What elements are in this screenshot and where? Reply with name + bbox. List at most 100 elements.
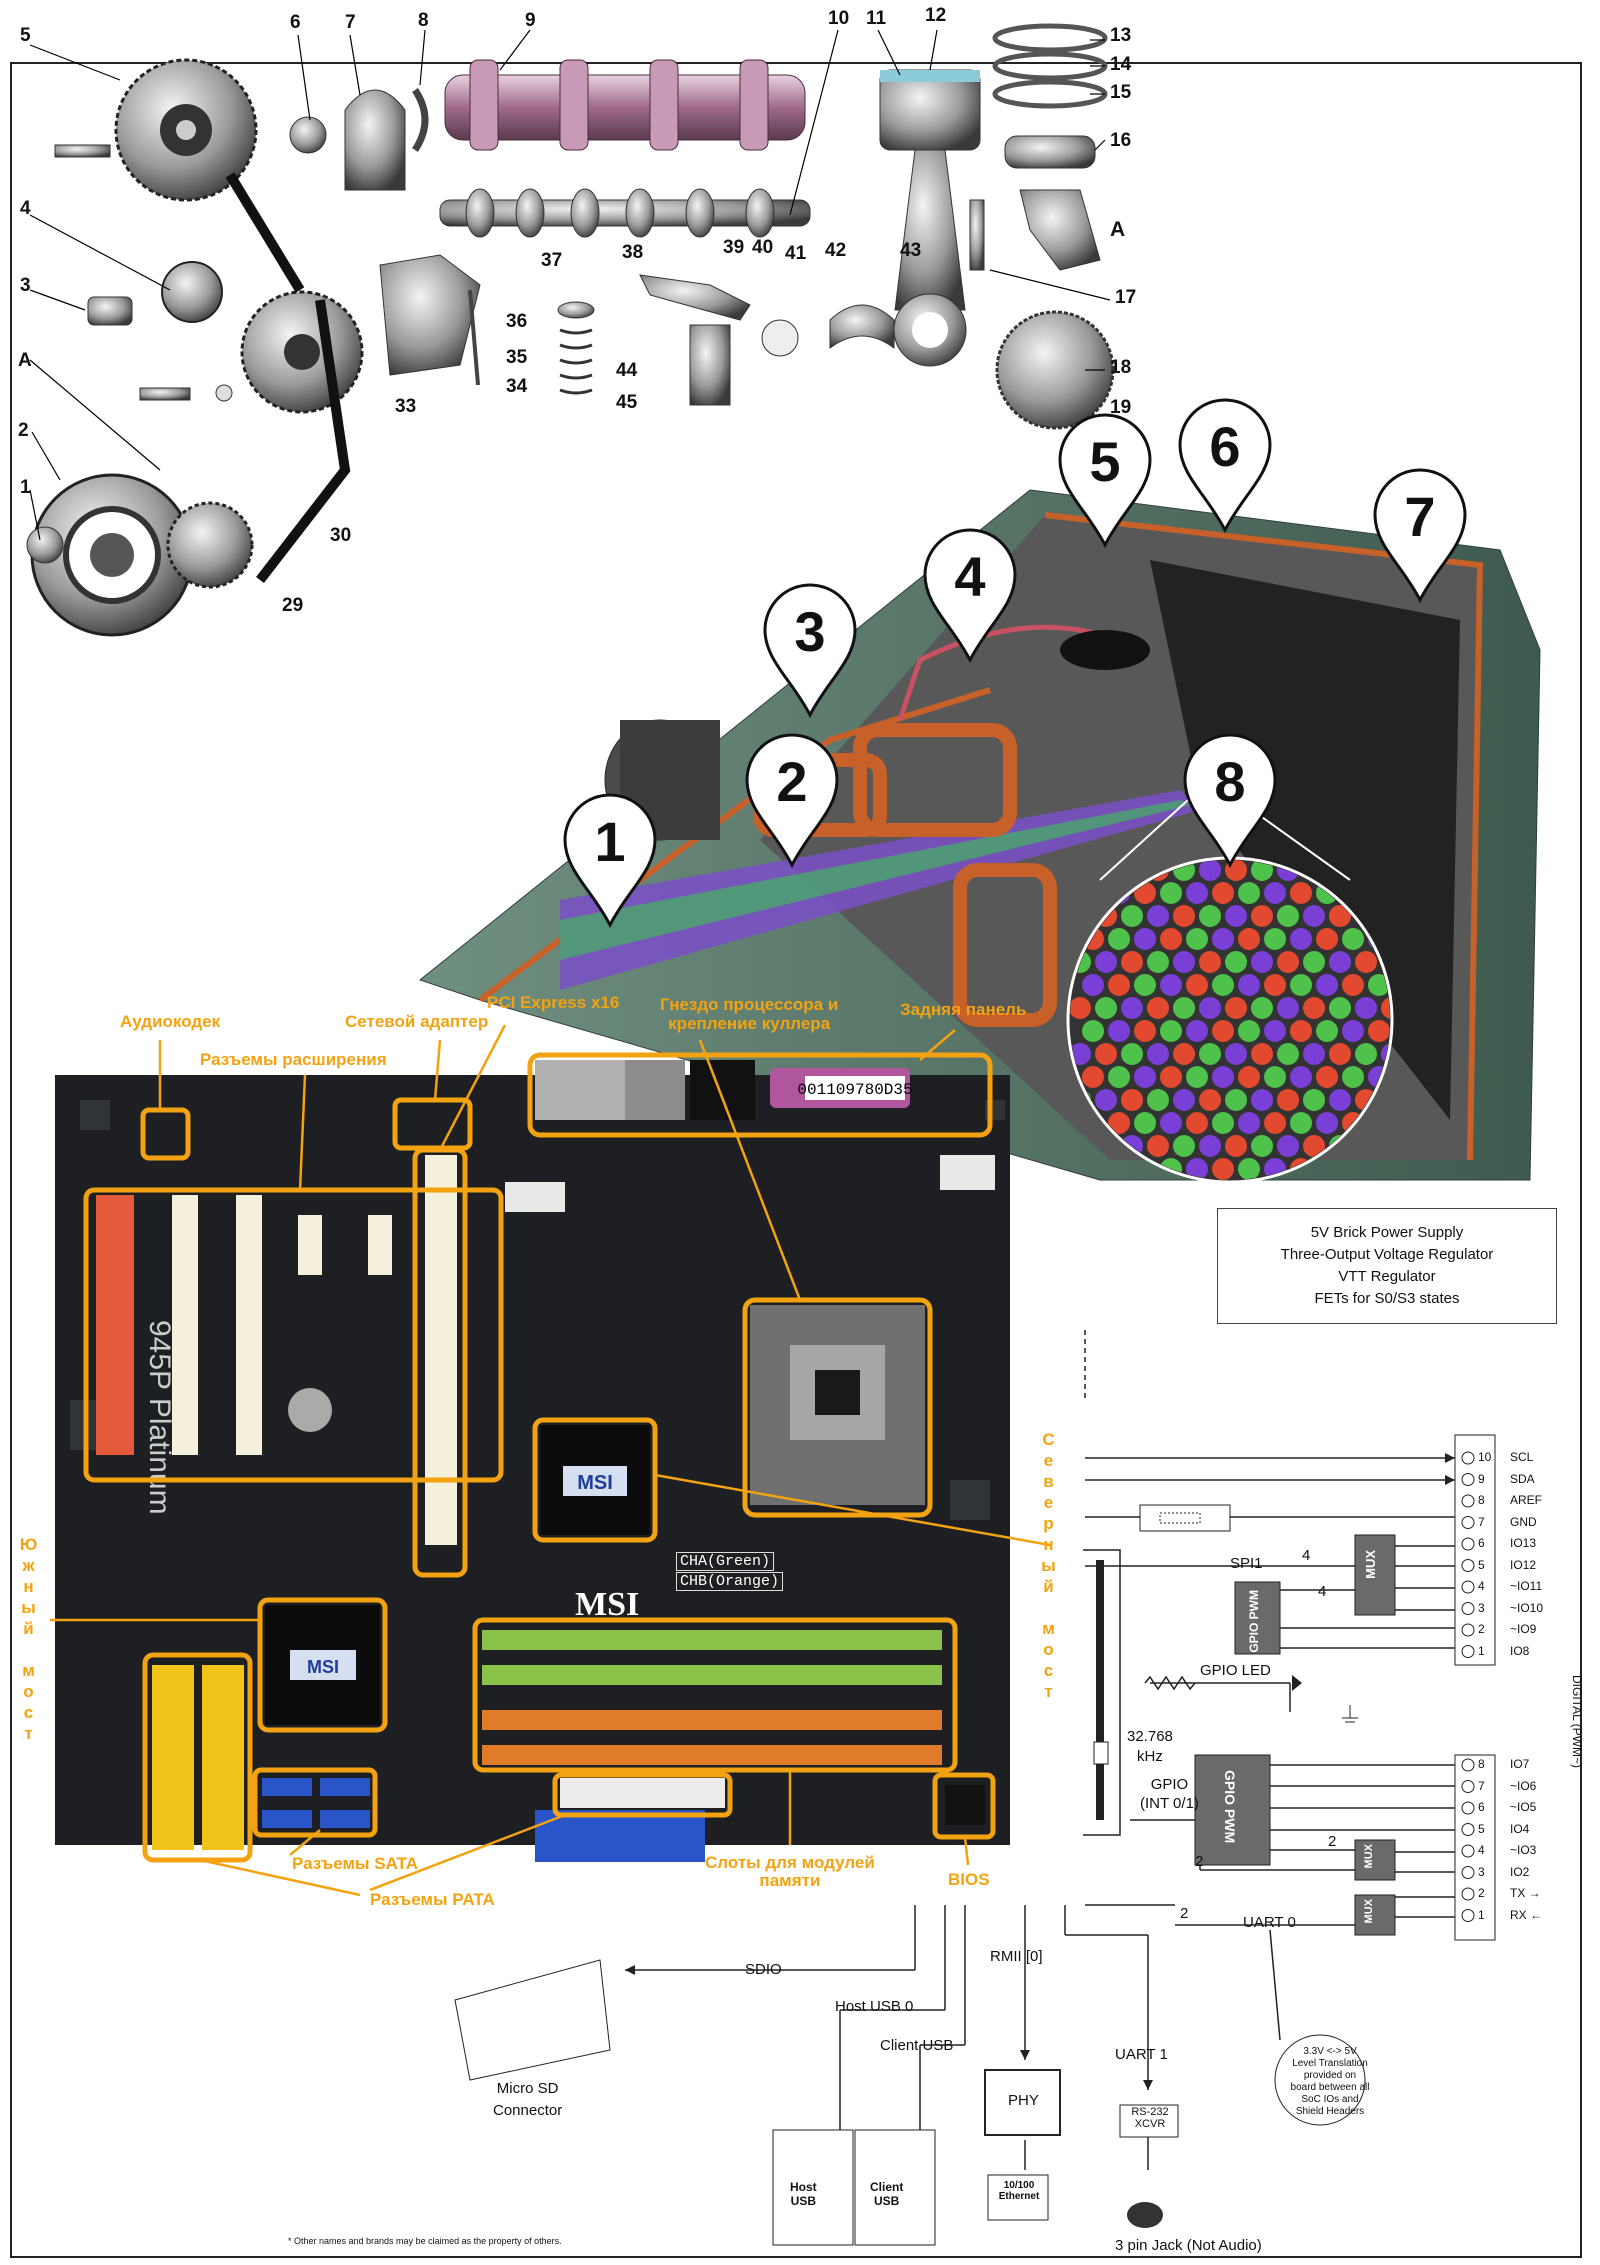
- bottom-header: [1454, 1754, 1496, 1941]
- engine-label: 41: [785, 243, 807, 264]
- header-pin-number: 6: [1478, 1536, 1485, 1550]
- phosphor-dot: [1186, 928, 1208, 950]
- header-pin-name: ~IO3: [1510, 1843, 1537, 1857]
- engine-label: 44: [616, 360, 638, 381]
- timing-belt: [225, 172, 351, 584]
- header-pin-name: ~IO9: [1510, 1622, 1537, 1636]
- header-pin-number: 6: [1478, 1800, 1485, 1814]
- bearing-shell: [829, 304, 895, 349]
- phosphor-dot: [1277, 1135, 1299, 1157]
- phosphor-dot: [1160, 1112, 1182, 1134]
- header-pin-number: 1: [1478, 1907, 1485, 1922]
- floppy-conn: [535, 1810, 705, 1862]
- engine-label: 34: [506, 376, 528, 397]
- mux-bottom: [1354, 1894, 1396, 1936]
- phosphor-dot: [1329, 1089, 1351, 1111]
- crt-marker-pin: [923, 528, 1017, 664]
- phosphor-dot: [1290, 1066, 1312, 1088]
- label-north-bridge: Северный мост: [1039, 1430, 1058, 1703]
- rocker-arm: [639, 274, 751, 321]
- svg-text:MSI: MSI: [575, 1586, 639, 1623]
- phosphor-dot: [1173, 997, 1195, 1019]
- phosphor-dot: [1147, 997, 1169, 1019]
- phosphor-dot: [1251, 905, 1273, 927]
- header-pin: [1461, 1909, 1475, 1922]
- engine-label: 12: [925, 5, 947, 26]
- phosphor-dot: [1264, 928, 1286, 950]
- header-pin: [1461, 1645, 1475, 1658]
- phosphor-dot: [1108, 974, 1130, 996]
- header-pin-name: ~IO5: [1510, 1800, 1537, 1814]
- crt-cutaway: [418, 398, 1541, 1184]
- phosphor-dot: [1160, 928, 1182, 950]
- header-pin-name: SCL: [1510, 1450, 1534, 1464]
- phosphor-dot: [1212, 928, 1234, 950]
- phosphor-dot: [1342, 928, 1364, 950]
- phosphor-dot: [1095, 1089, 1117, 1111]
- jack-shape: [1127, 2202, 1163, 2228]
- phosphor-dot: [1108, 1066, 1130, 1088]
- gpio-led-label: GPIO LED: [1200, 1662, 1271, 1679]
- header-pin: [1461, 1866, 1475, 1879]
- crt-marker-number: 6: [1209, 415, 1241, 478]
- gpio-int-label: GPIO (INT 0/1): [1140, 1776, 1199, 1812]
- engine-label: 33: [395, 396, 417, 417]
- power-line: 5V Brick Power Supply: [1310, 1224, 1464, 1241]
- engine-label: 29: [282, 595, 304, 616]
- chb-label: CHB(Orange): [676, 1572, 784, 1591]
- power-supply-box: 5V Brick Power Supply Three-Output Volta…: [1217, 1208, 1557, 1324]
- header-pin: [1461, 1559, 1475, 1572]
- phosphor-dot: [1342, 1066, 1364, 1088]
- header-pin-number: 9: [1478, 1471, 1485, 1486]
- phosphor-dot: [1147, 1135, 1169, 1157]
- phosphor-dot: [1290, 974, 1312, 996]
- valve-spring: [559, 328, 593, 395]
- uart1-label: UART 1: [1115, 2046, 1168, 2063]
- sata-ports: [262, 1778, 370, 1828]
- crt-marker-pin: [1183, 733, 1277, 869]
- header-pin-name: GND: [1510, 1514, 1537, 1529]
- phosphor-dot: [1303, 997, 1325, 1019]
- phosphor-dot: [1147, 905, 1169, 927]
- label-cpu-socket: Гнездо процессора и крепление куллера: [660, 995, 839, 1033]
- motherboard-photo: 001109780D35 945P Platinum MSI MSI MSI: [50, 1024, 1051, 1897]
- header-pin-name: RX ←: [1510, 1907, 1543, 1922]
- power-line: FETs for S0/S3 states: [1314, 1290, 1460, 1307]
- phosphor-dot: [1082, 1066, 1104, 1088]
- phosphor-dot: [1225, 1135, 1247, 1157]
- phosphor-dot: [1316, 1112, 1338, 1134]
- phosphor-dot: [1108, 928, 1130, 950]
- pci-slot-red: [96, 1195, 134, 1455]
- digital-label: DIGITAL (PWM~): [1570, 1675, 1584, 1768]
- label-pata: Разъемы PATA: [370, 1890, 495, 1909]
- uart0-label: UART 0: [1243, 1914, 1296, 1931]
- header-pin: [1461, 1623, 1475, 1637]
- phosphor-dot: [1381, 997, 1390, 1019]
- rs232-box: [1119, 2104, 1179, 2138]
- label-pcie: PCI Express x16: [487, 993, 620, 1012]
- phosphor-dot: [1303, 1089, 1325, 1111]
- phosphor-dot: [1121, 951, 1143, 973]
- crt-marker-number: 1: [594, 810, 626, 873]
- phosphor-dot: [1368, 974, 1390, 996]
- phosphor-dot: [1225, 1089, 1247, 1111]
- label-rear-panel: Задняя панель: [900, 1000, 1027, 1019]
- header-pin: [1461, 1823, 1475, 1836]
- engine-label: 45: [616, 392, 638, 413]
- phosphor-dot: [1225, 997, 1247, 1019]
- client-usb-shape: [854, 2129, 936, 2246]
- page-frame: [10, 62, 1582, 2258]
- host-usb0-label: Host USB 0: [835, 1998, 914, 2015]
- engine-label: 17: [1115, 287, 1137, 308]
- engine-label: 7: [345, 12, 356, 33]
- phosphor-dot: [1316, 974, 1338, 996]
- level-note-circle: [1274, 2034, 1366, 2126]
- bus-width: 2: [1195, 1853, 1204, 1870]
- engine-label: 19: [1110, 397, 1132, 418]
- mux-top: [1354, 1534, 1396, 1616]
- crt-marker-number: 7: [1404, 485, 1436, 548]
- label-south-bridge: Южный мост: [19, 1535, 38, 1745]
- header-pin: [1461, 1473, 1475, 1486]
- engine-label: 3: [20, 275, 31, 296]
- host-usb-shape: [772, 2129, 854, 2246]
